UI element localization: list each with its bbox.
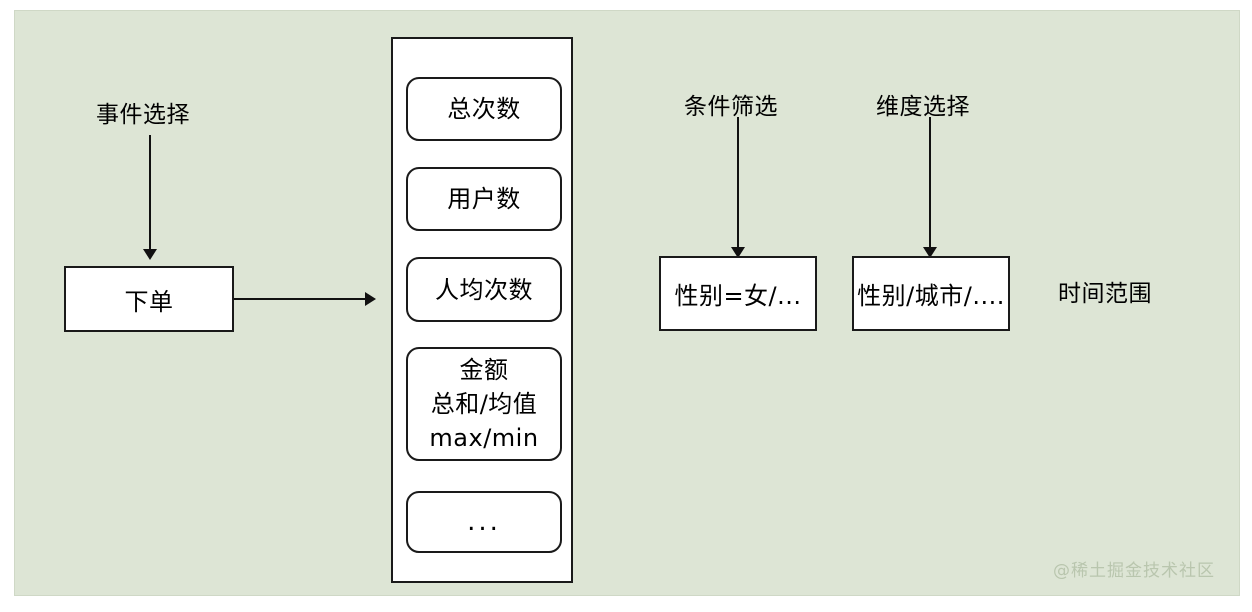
condition-filter-label: 条件筛选 (684, 94, 778, 120)
dimension-select-label: 维度选择 (876, 94, 970, 120)
arrow-event-select-to-event-box (143, 135, 157, 260)
metric-line: ... (467, 507, 501, 537)
diagram-board: 事件选择 下单 总次数 用户数 人均次数 金额 总和/均值 max/min (14, 10, 1240, 596)
metric-line: 人均次数 (435, 275, 533, 304)
metric-pill-user-count[interactable]: 用户数 (406, 167, 562, 231)
metric-pill-total-count[interactable]: 总次数 (406, 77, 562, 141)
metric-pill-avg-count-per-user[interactable]: 人均次数 (406, 257, 562, 322)
arrow-condition-filter-to-box (731, 117, 745, 258)
watermark: @稀土掘金技术社区 (1053, 561, 1215, 581)
event-box-label: 下单 (124, 287, 174, 316)
metric-line: 金额 (459, 356, 509, 384)
metric-list-container: 总次数 用户数 人均次数 金额 总和/均值 max/min ... (391, 37, 573, 583)
metric-line: 用户数 (447, 185, 521, 213)
dimension-box-gender-city[interactable]: 性别/城市/.... (852, 256, 1010, 331)
metric-pill-more[interactable]: ... (406, 491, 562, 553)
dimension-box-label: 性别/城市/.... (857, 282, 1005, 310)
metric-line: 总次数 (447, 95, 521, 123)
metric-line: 总和/均值 (430, 390, 538, 418)
metric-line: max/min (429, 424, 539, 452)
arrow-event-box-to-metrics (234, 292, 376, 306)
event-select-label: 事件选择 (96, 102, 190, 128)
filter-box-gender-female[interactable]: 性别=女/... (659, 256, 817, 331)
time-range-label: 时间范围 (1058, 281, 1152, 307)
event-box-order[interactable]: 下单 (64, 266, 234, 332)
metric-pill-amount[interactable]: 金额 总和/均值 max/min (406, 347, 562, 461)
filter-box-label: 性别=女/... (674, 282, 802, 310)
arrow-dimension-select-to-box (923, 117, 937, 258)
